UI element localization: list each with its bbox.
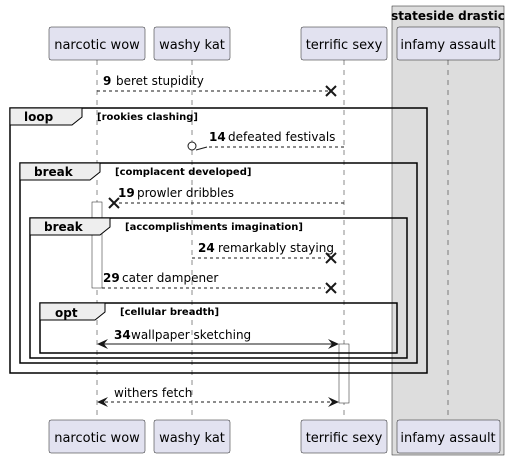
svg-text:withers fetch: withers fetch	[114, 386, 192, 400]
message-24: 24 remarkably staying	[192, 241, 337, 264]
participant-narcotic-wow-bottom[interactable]: narcotic wow	[48, 419, 146, 454]
svg-text:loop: loop	[24, 110, 54, 124]
destroy-icon	[325, 252, 337, 264]
message-14: 14 defeated festivals	[187, 130, 344, 151]
box-title: stateside drastic	[391, 9, 505, 23]
svg-text:[cellular breadth]: [cellular breadth]	[120, 307, 219, 318]
svg-text:infamy assault: infamy assault	[400, 38, 495, 53]
svg-text:[rookies clashing]: [rookies clashing]	[97, 112, 198, 123]
message-34: 34 wallpaper sketching	[97, 328, 339, 349]
arrow-right-icon	[328, 339, 339, 349]
svg-text:cater dampener: cater dampener	[122, 271, 218, 285]
svg-text:14: 14	[209, 130, 226, 144]
arrow-left-icon	[97, 397, 108, 407]
message-withers-fetch: withers fetch	[97, 386, 339, 407]
activation-narcotic-wow	[91, 201, 103, 289]
svg-text:29: 29	[103, 271, 120, 285]
svg-text:wallpaper sketching: wallpaper sketching	[131, 328, 251, 342]
participant-terrific-sexy-bottom[interactable]: terrific sexy	[300, 419, 388, 454]
svg-text:19: 19	[118, 186, 135, 200]
participant-infamy-assault-bottom[interactable]: infamy assault	[396, 419, 501, 454]
svg-text:break: break	[34, 165, 74, 179]
svg-text:infamy assault: infamy assault	[400, 431, 495, 446]
svg-text:narcotic wow: narcotic wow	[54, 431, 140, 446]
arrow-left-icon	[97, 339, 108, 349]
svg-text:24: 24	[198, 241, 215, 255]
svg-text:break: break	[44, 220, 84, 234]
fragment-opt: opt [cellular breadth]	[39, 302, 398, 354]
svg-text:terrific sexy: terrific sexy	[306, 431, 383, 446]
message-29: 29 cater dampener	[102, 271, 337, 294]
svg-text:[complacent developed]: [complacent developed]	[115, 167, 251, 178]
fragment-break-complacent: break [complacent developed]	[19, 162, 418, 364]
participant-washy-kat-bottom[interactable]: washy kat	[153, 419, 231, 454]
svg-text:washy kat: washy kat	[159, 38, 225, 53]
svg-text:defeated festivals: defeated festivals	[228, 130, 335, 144]
svg-text:[accomplishments imagination]: [accomplishments imagination]	[125, 222, 303, 233]
fragment-loop: loop [rookies clashing]	[9, 107, 428, 374]
svg-text:beret stupidity: beret stupidity	[116, 74, 204, 88]
destroy-icon	[325, 85, 337, 97]
participant-terrific-sexy-top[interactable]: terrific sexy	[300, 26, 388, 61]
svg-text:remarkably staying: remarkably staying	[218, 241, 334, 255]
participant-narcotic-wow-top[interactable]: narcotic wow	[48, 26, 146, 61]
svg-text:prowler dribbles: prowler dribbles	[137, 186, 234, 200]
svg-text:9: 9	[103, 74, 111, 88]
arrow-right-icon	[328, 397, 339, 407]
svg-text:narcotic wow: narcotic wow	[54, 38, 140, 53]
participant-washy-kat-top[interactable]: washy kat	[153, 26, 231, 61]
svg-text:opt: opt	[55, 306, 78, 320]
svg-text:terrific sexy: terrific sexy	[306, 38, 383, 53]
svg-text:washy kat: washy kat	[159, 431, 225, 446]
lost-message-circle-icon	[187, 141, 197, 151]
svg-text:34: 34	[114, 328, 131, 342]
fragment-break-accomplishments: break [accomplishments imagination]	[29, 217, 408, 359]
message-9: 9 beret stupidity	[97, 74, 337, 97]
destroy-icon	[325, 282, 337, 294]
message-19: 19 prowler dribbles	[108, 186, 344, 209]
destroy-icon	[108, 197, 120, 209]
participant-infamy-assault-top[interactable]: infamy assault	[396, 26, 501, 61]
